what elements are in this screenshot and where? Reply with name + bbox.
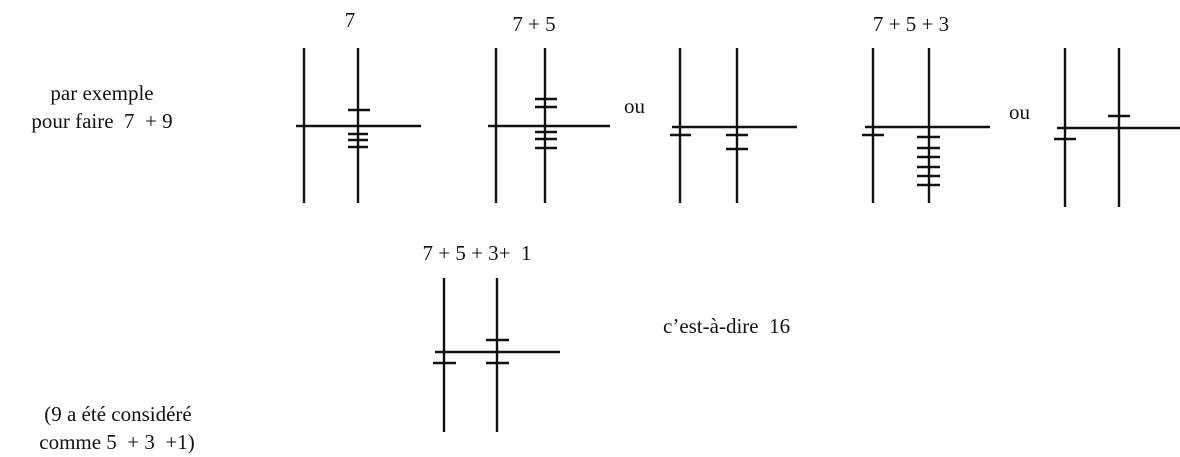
cross-diagram-7-plus-5-plus-3 [862,48,990,203]
cross-diagram-alt-2 [1054,48,1180,207]
cross-diagram-alt-1 [670,48,797,203]
step-3-label: 7 + 5 + 3 [872,12,950,36]
step-2-label: 7 + 5 [512,12,556,36]
cross-diagram-7 [296,48,421,203]
cross-diagram-7-plus-5 [488,48,610,203]
intro-line-2: pour faire 7 + 9 [31,109,173,133]
step-4-label: 7 + 5 + 3+ 1 [422,241,532,265]
or-label-2: ou [1009,100,1030,124]
or-label-1: ou [624,94,645,118]
result-label: c’est-à-dire 16 [663,314,791,338]
intro-line-1: par exemple [50,81,154,105]
note-line-1: (9 a été considéré [44,402,192,426]
step-1-label: 7 [344,8,356,32]
note-line-2: comme 5 + 3 +1) [39,430,195,454]
cross-diagram-7-plus-5-plus-3-plus-1 [433,278,560,432]
